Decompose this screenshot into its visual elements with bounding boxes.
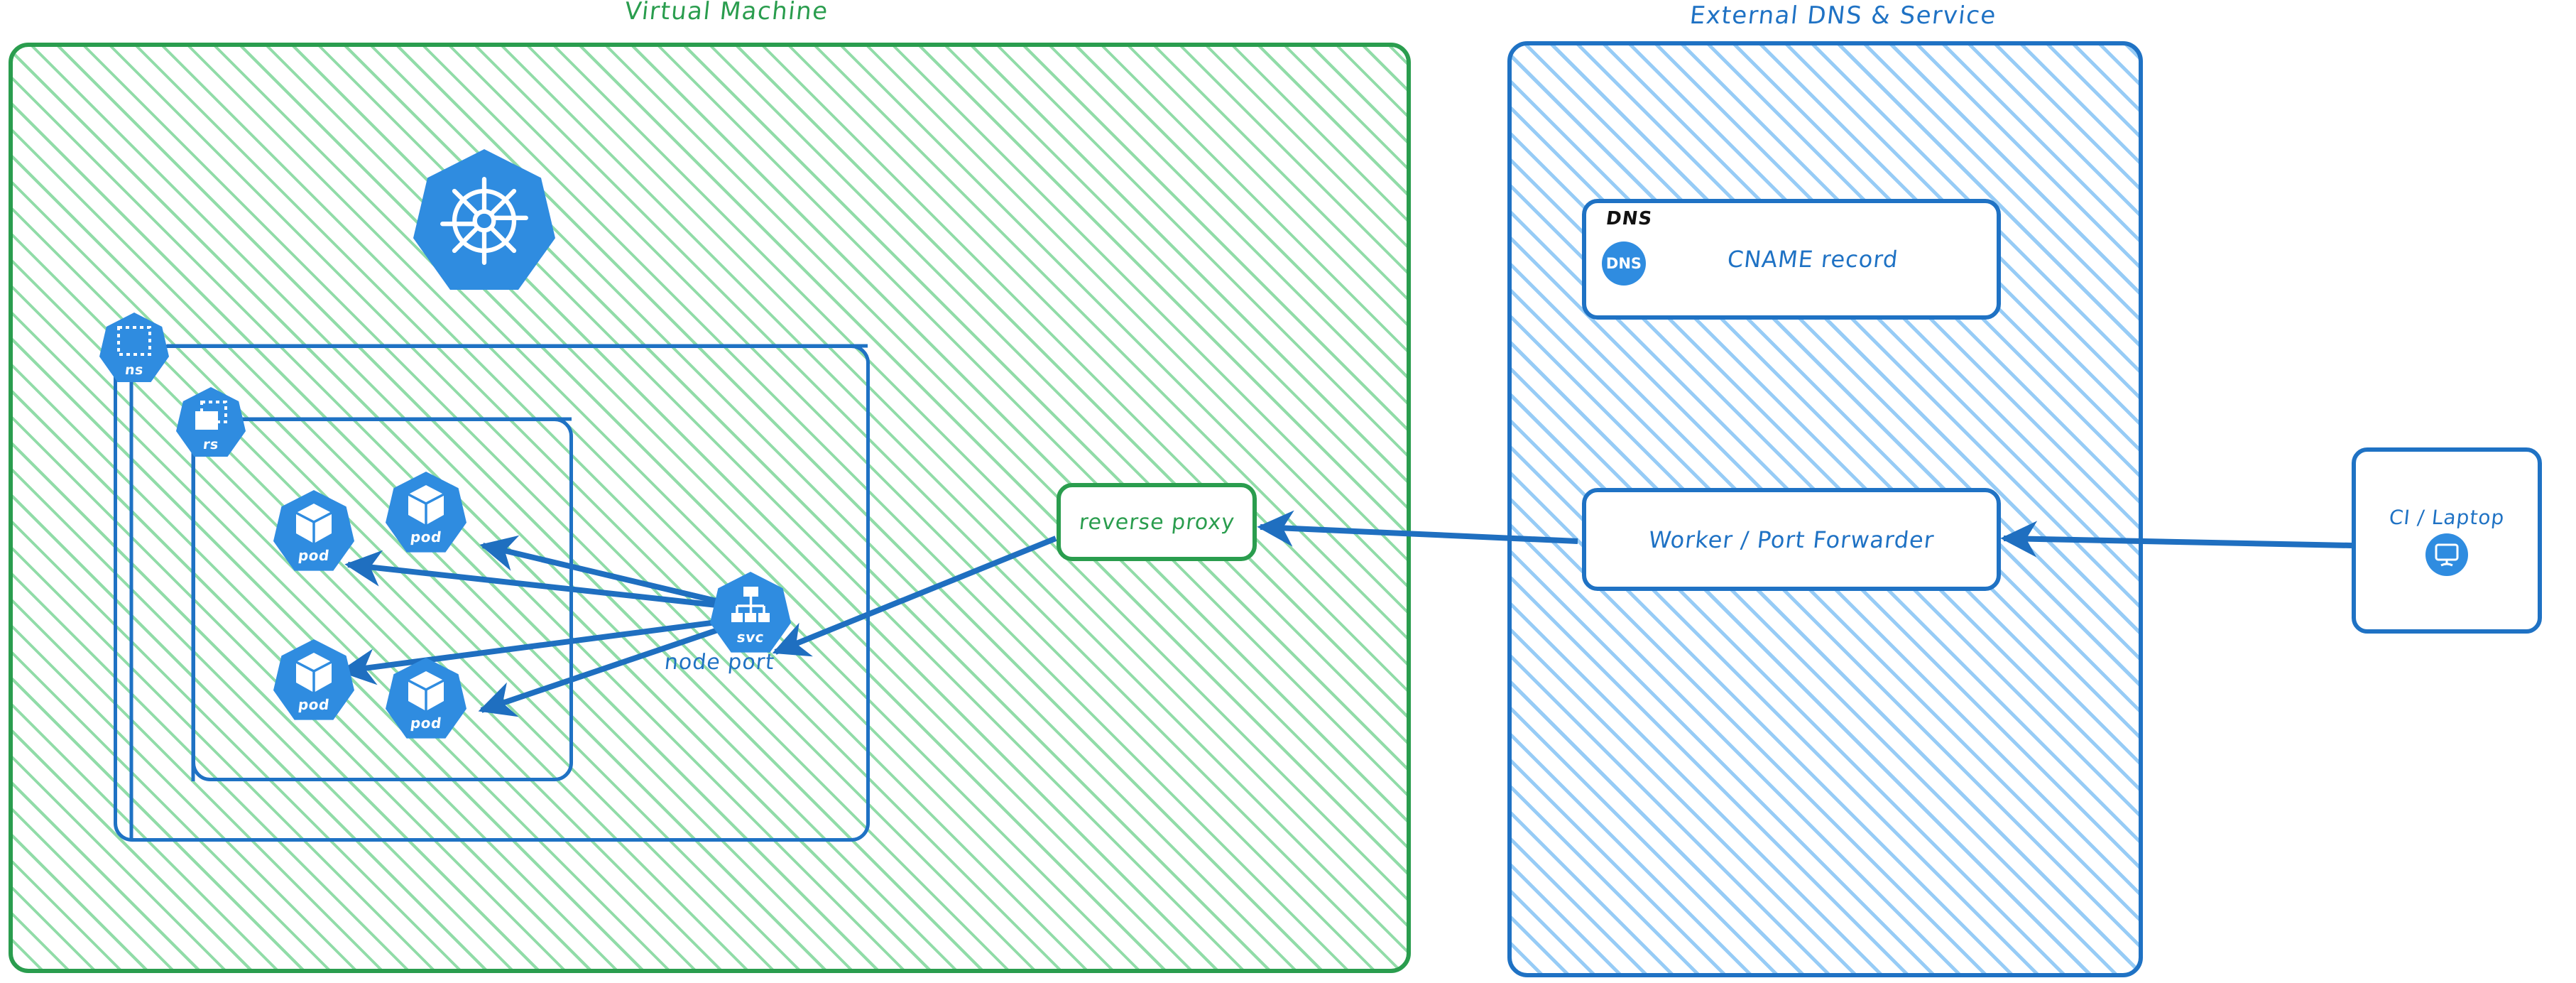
service-hierarchy-icon bbox=[731, 587, 770, 622]
worker-port-forwarder-label: Worker / Port Forwarder bbox=[1647, 526, 1936, 553]
external-zone-title: External DNS & Service bbox=[1688, 1, 1998, 30]
pod-cube-icon bbox=[295, 504, 332, 543]
kubernetes-helm-icon bbox=[440, 177, 528, 265]
replicaset-group-box bbox=[192, 418, 573, 781]
worker-port-forwarder-box[interactable]: Worker / Port Forwarder bbox=[1582, 488, 2001, 591]
desktop-monitor-icon bbox=[2425, 533, 2468, 576]
replicaset-stacked-boxes-icon bbox=[195, 401, 227, 430]
dns-corner-tag: DNS bbox=[1604, 208, 1654, 229]
vm-zone-title: Virtual Machine bbox=[623, 0, 830, 26]
dns-card[interactable]: CNAME record bbox=[1582, 199, 2001, 320]
dns-card-label: CNAME record bbox=[1725, 246, 1900, 273]
namespace-dashed-square-icon bbox=[117, 326, 151, 356]
dns-circle-icon: DNS bbox=[1602, 241, 1646, 286]
pod-cube-icon bbox=[408, 671, 444, 711]
reverse-proxy-box[interactable]: reverse proxy bbox=[1057, 483, 1257, 561]
monitor-glyph-icon bbox=[2435, 543, 2459, 566]
reverse-proxy-label: reverse proxy bbox=[1077, 509, 1236, 535]
pod-cube-icon bbox=[408, 485, 444, 525]
pod-cube-icon bbox=[295, 653, 332, 693]
ci-laptop-box[interactable]: CI / Laptop bbox=[2352, 447, 2542, 634]
node-port-caption: node port bbox=[663, 650, 776, 675]
ci-laptop-label: CI / Laptop bbox=[2388, 505, 2506, 529]
